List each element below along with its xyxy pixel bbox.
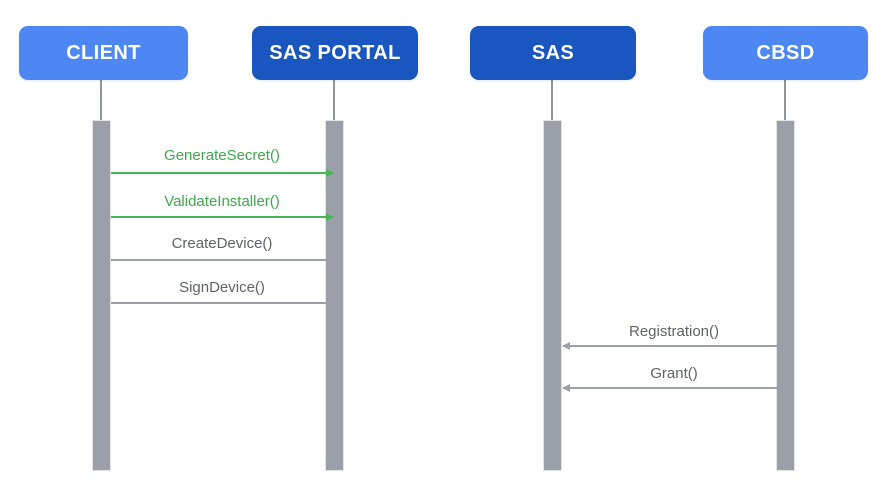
message-label-generate-secret: GenerateSecret() (164, 147, 280, 164)
actor-box-sas-portal[interactable]: SAS PORTAL (252, 26, 418, 80)
message-label-create-device: CreateDevice() (171, 235, 273, 252)
actor-box-cbsd[interactable]: CBSD (703, 26, 868, 80)
message-label-registration: Registration() (628, 323, 720, 340)
activation-bar-sas (543, 120, 562, 471)
actor-label-sas: SAS (531, 42, 575, 64)
message-line-registration (563, 345, 785, 347)
message-line-generate-secret (111, 172, 333, 174)
message-arrowhead-generate-secret (326, 169, 334, 177)
message-label-grant: Grant() (650, 365, 698, 382)
message-arrowhead-grant (562, 384, 570, 392)
actor-box-client[interactable]: CLIENT (19, 26, 188, 80)
message-arrowhead-validate-installer (326, 213, 334, 221)
message-arrowhead-create-device (326, 256, 334, 264)
actor-label-cbsd: CBSD (756, 42, 815, 64)
lifeline-cbsd (784, 80, 786, 120)
actor-box-sas[interactable]: SAS (470, 26, 636, 80)
message-label-sign-device: SignDevice() (179, 279, 265, 296)
lifeline-client (100, 80, 102, 120)
message-line-grant (563, 387, 785, 389)
activation-bar-cbsd (776, 120, 795, 471)
lifeline-sas-portal (333, 80, 335, 120)
message-arrowhead-sign-device (326, 299, 334, 307)
lifeline-sas (551, 80, 553, 120)
message-line-validate-installer (111, 216, 333, 218)
message-line-sign-device (111, 302, 333, 304)
activation-bar-client (92, 120, 111, 471)
actor-label-client: CLIENT (66, 42, 141, 64)
message-line-create-device (111, 259, 333, 261)
activation-bar-sas-portal (325, 120, 344, 471)
actor-label-sas-portal: SAS PORTAL (269, 42, 401, 64)
message-arrowhead-registration (562, 342, 570, 350)
message-label-validate-installer: ValidateInstaller() (164, 193, 280, 210)
